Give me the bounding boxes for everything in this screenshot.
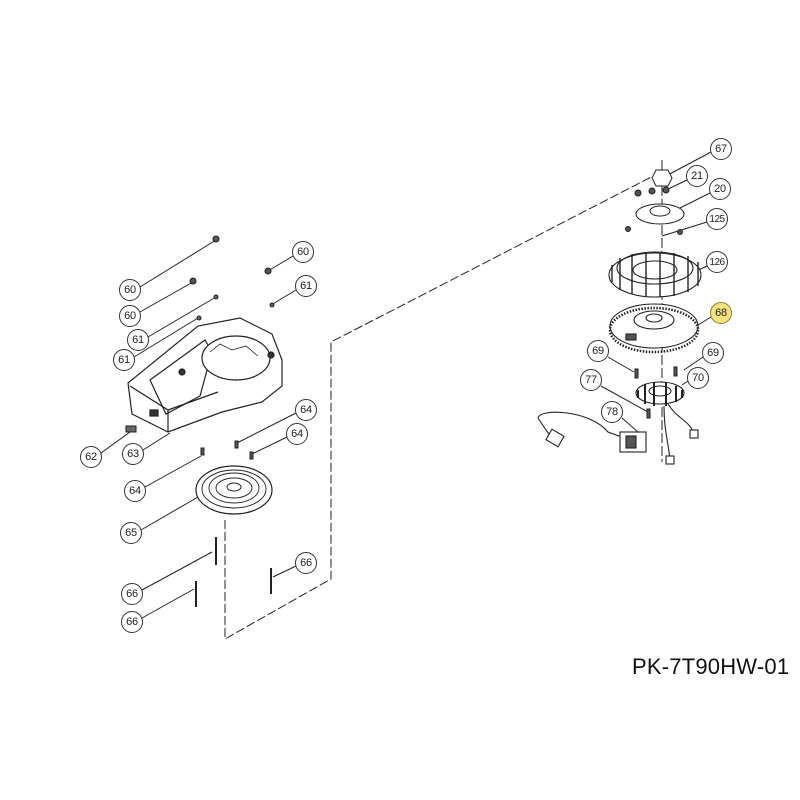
callout-67[interactable]: 67 [710, 138, 732, 160]
callout-68-highlighted[interactable]: 68 [710, 302, 732, 324]
callout-61[interactable]: 61 [113, 349, 135, 371]
grass-screen-part [195, 465, 273, 515]
callout-77[interactable]: 77 [580, 369, 602, 391]
callout-64[interactable]: 64 [286, 423, 308, 445]
callout-125[interactable]: 125 [706, 208, 728, 230]
callout-63[interactable]: 63 [122, 443, 144, 465]
callout-62[interactable]: 62 [80, 446, 102, 468]
callout-61[interactable]: 61 [127, 329, 149, 351]
drawing-code-label: PK-7T90HW-01 [632, 654, 790, 679]
callout-126[interactable]: 126 [706, 251, 728, 273]
callout-21[interactable]: 21 [686, 165, 708, 187]
callout-20[interactable]: 20 [709, 178, 731, 200]
ignition-coil-part [537, 411, 647, 453]
callout-70[interactable]: 70 [687, 367, 709, 389]
callout-66[interactable]: 66 [121, 611, 143, 633]
cooling-fan-part [608, 251, 702, 298]
callout-60[interactable]: 60 [119, 279, 141, 301]
flywheel-part [608, 303, 700, 354]
callout-64[interactable]: 64 [124, 480, 146, 502]
callout-69[interactable]: 69 [587, 340, 609, 362]
callout-60[interactable]: 60 [292, 241, 314, 263]
callout-78[interactable]: 78 [601, 401, 623, 423]
assembly-dashed-line [224, 171, 662, 640]
callout-61[interactable]: 61 [295, 275, 317, 297]
callout-64[interactable]: 64 [295, 399, 317, 421]
callout-66[interactable]: 66 [121, 583, 143, 605]
starter-cup-part [635, 203, 685, 225]
callout-69[interactable]: 69 [702, 342, 724, 364]
callout-65[interactable]: 65 [120, 522, 142, 544]
fitting-62-part [125, 425, 137, 433]
callout-66[interactable]: 66 [295, 552, 317, 574]
stator-part [635, 381, 699, 465]
callout-60[interactable]: 60 [119, 305, 141, 327]
blower-housing-part [127, 317, 283, 433]
